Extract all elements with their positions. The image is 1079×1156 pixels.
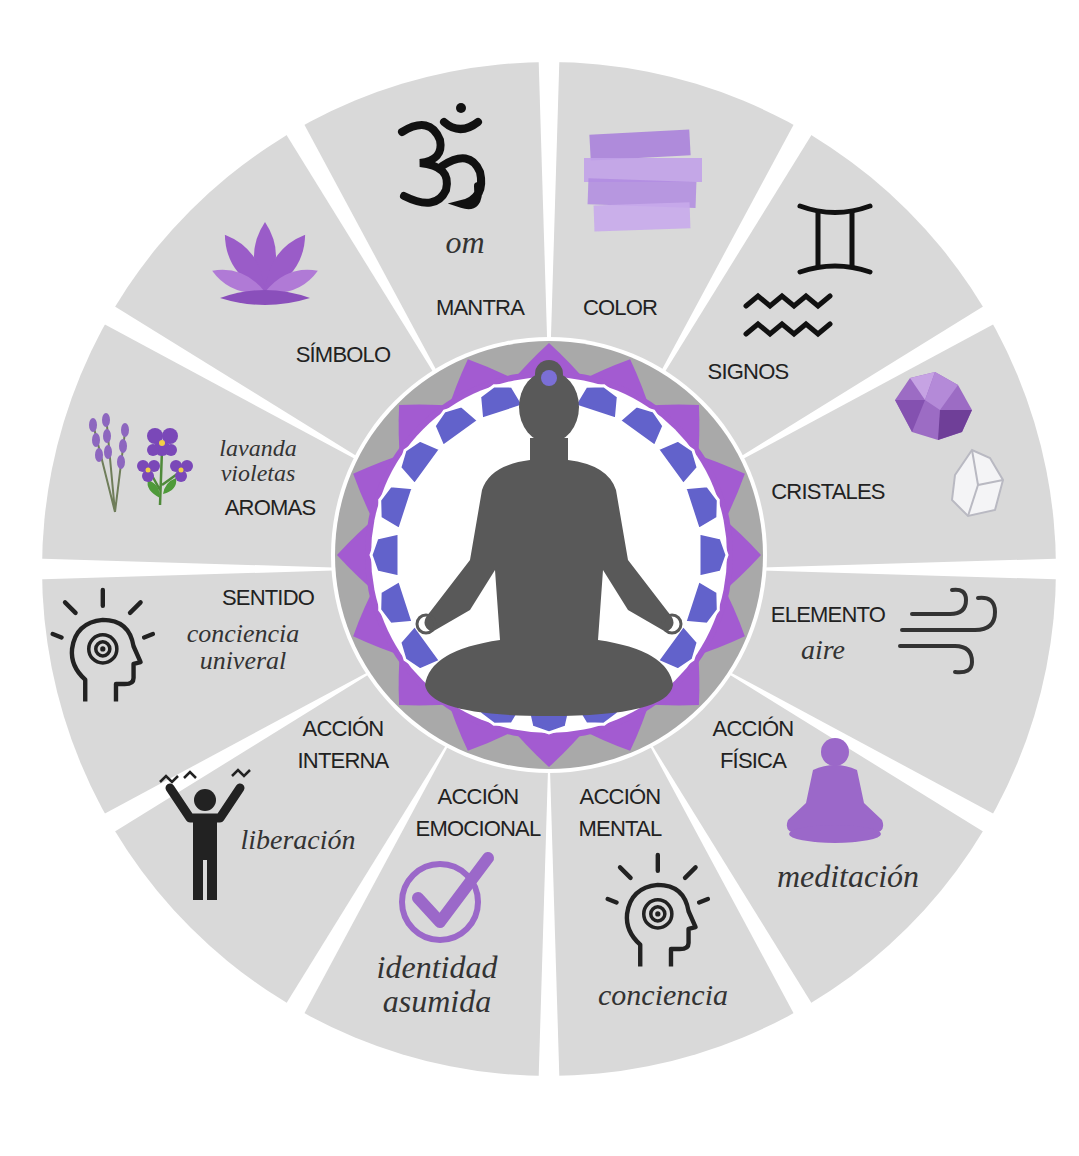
segment-heading: AROMAS [225,492,316,524]
segment-heading: CRISTALES [771,476,884,508]
segment-heading: ACCIÓN MENTAL [579,781,662,845]
flowers [89,413,193,512]
wheel-segment: ACCIÓN FÍSICA meditación [707,707,925,900]
meditating-figure [417,360,681,716]
segment-value: conciencia univeral [187,620,300,675]
wheel-segment: ACCIÓN MENTAL conciencia [573,775,734,1017]
head-icon [608,855,708,967]
segment-heading: ELEMENTO [771,599,885,631]
segment-value: meditación [777,860,919,894]
segment-value: identidad asumida [377,951,498,1018]
segment-heading: SÍMBOLO [296,339,391,371]
wheel-segment: SÍMBOLO [290,333,397,377]
segment-heading: SENTIDO [222,582,314,614]
wheel-segment: ELEMENTO aire [765,593,891,671]
lotus-ring [331,337,767,773]
check-icon [402,858,488,940]
segment-value: conciencia [598,979,728,1011]
wheel-segment: omMANTRA [430,220,530,330]
wheel-segment: SENTIDO conciencia univeral [181,576,320,680]
wheel [19,39,1079,1099]
head-icon [53,590,153,702]
meditation-icon [787,738,883,843]
segment-heading: COLOR [583,292,657,324]
segment-value: om [445,226,484,260]
segment-value: aire [801,635,845,664]
wheel-segment: SIGNOS [702,350,795,394]
crystals [895,372,1003,516]
wheel-segment: ACCIÓN INTERNA liberación [234,707,394,861]
wheel-segment: ACCIÓN EMOCIONAL identidad asumida [371,775,547,1025]
segment-value: liberación [240,825,355,854]
color-swatch [584,129,702,231]
liberation-figure [160,770,250,900]
segment-heading: ACCIÓN INTERNA [298,713,389,777]
segment-heading: ACCIÓN EMOCIONAL [416,781,541,845]
segment-heading: MANTRA [436,292,524,324]
wheel-segment: lavanda violetasAROMAS [213,430,321,530]
wheel-segment: COLOR [577,286,663,330]
om-symbol [402,103,481,205]
segment-value: lavanda violetas [219,436,296,486]
wheel-segment: CRISTALES [765,470,890,514]
segment-heading: ACCIÓN FÍSICA [713,713,794,777]
segment-heading: SIGNOS [708,356,789,388]
zodiac-signs [746,206,870,334]
wind-symbol [900,590,995,673]
lotus-symbol [209,222,321,305]
